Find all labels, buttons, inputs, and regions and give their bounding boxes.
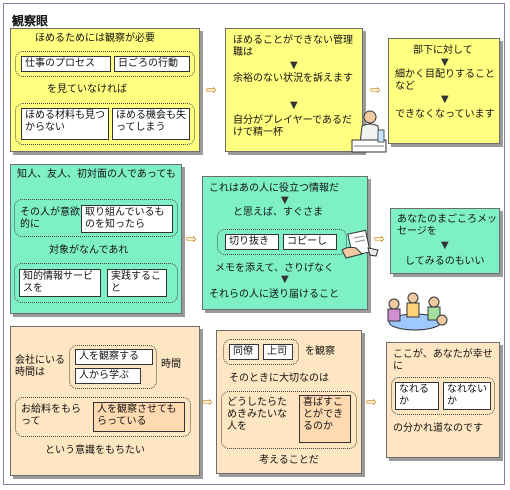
person-clipart [351, 110, 387, 153]
panel-share-info: これはあの人に役立つ情報だ ▼ と思えば、すぐさま 切り抜き コピーし メモを添… [202, 176, 368, 310]
p9-box-cannot: なれないか [443, 382, 491, 410]
p7-box-observe: 人を観察する [75, 349, 153, 365]
p2-line1: ほめることができない管理職は [233, 35, 353, 58]
p1-box-process: 仕事のプロセス [21, 56, 111, 72]
p2-line2: 余裕のない状況を訴えます [233, 73, 353, 84]
p7-right1: 時間 [161, 359, 181, 370]
p1-top-group [15, 51, 195, 77]
panel-observation-needed: ほめるためには観察が必要 仕事のプロセス 日ごろの行動 を見ていなければ ほめる… [10, 28, 200, 152]
p8-bottom-group [221, 391, 357, 449]
p9-line1: ここが、あなたが幸せに [393, 349, 493, 372]
panel-company-time: 会社にいる時間は 人を観察する 人から学ぶ 時間 お給料をもらって 人を観察させ… [10, 326, 200, 476]
p8-box-boss: 上司 [263, 344, 293, 360]
p4-top-group [14, 199, 178, 237]
right-arrow-icon: ⇨ [374, 232, 385, 247]
p4-heading: 知人、友人、初対面の人であっても [17, 169, 176, 180]
p7-left2: お給料をもらって [21, 404, 81, 427]
p2-line3: 自分がプレイヤーであるだけで精一杯 [233, 115, 352, 138]
p5-box-copy: コピーし [283, 234, 337, 250]
p5-box-group [217, 229, 347, 255]
p4-box-practice: 実践すること [107, 269, 167, 297]
p1-box-material: ほめる材料も見つからない [21, 108, 109, 140]
p7-left1: 会社にいる時間は [15, 355, 65, 378]
meeting-clipart [387, 292, 448, 331]
p5-box-clip: 切り抜き [225, 234, 279, 250]
right-arrow-icon: ⇨ [206, 83, 217, 98]
p8-line2: そのときに大切なのは [229, 373, 329, 384]
right-arrow-icon: ⇨ [202, 395, 213, 410]
p5-line4: それらの人に送り届けること [209, 289, 339, 300]
p4-bottom-group [14, 263, 178, 303]
p8-left-text: どうしたらためきみたいな人を [227, 397, 287, 432]
right-arrow-icon: ⇨ [366, 395, 377, 410]
p5-line1: これはあの人に役立つ情報だ [209, 183, 339, 194]
p1-bottom-group [15, 103, 195, 145]
p1-mid: を見ていなければ [47, 84, 127, 95]
p5-line3: メモを添えて、さりげなく [215, 263, 334, 274]
panel-observe-colleagues: 同僚 上司 を観察 そのときに大切なのは どうしたらためきみたいな人を 喜ばすこ… [216, 330, 362, 474]
panel-acquaintances: 知人、友人、初対面の人であっても その人が意欲的に 取り組んでいるものを知ったら… [10, 164, 182, 314]
p1-box-chance: ほめる機会も失ってしまう [112, 108, 190, 140]
down-arrow-icon: ▼ [441, 57, 449, 68]
panel-message: あなたのまごころメッセージを ▼ してみるのもいい [390, 208, 500, 274]
p7-top-group [69, 345, 157, 389]
p3-line1: 部下に対して [413, 45, 473, 56]
p9-box-group [391, 377, 495, 415]
p4-box-engaged: 取り組んでいるものを知ったら [81, 205, 173, 233]
p8-bottom: 考えることだ [259, 455, 319, 466]
p6-line1: あなたのまごころメッセージを [397, 214, 497, 237]
p8-right1: を観察 [305, 346, 335, 357]
page-title: 観察眼 [12, 14, 49, 28]
panel-manager: ほめることができない管理職は ▼ 余裕のない状況を訴えます ▼ 自分がプレイヤー… [225, 28, 363, 152]
p7-bottom: という意識をもちたい [45, 445, 145, 456]
p3-line3: できなくなっています [395, 109, 495, 120]
down-arrow-icon: ▼ [441, 94, 449, 105]
p1-box-behavior: 日ごろの行動 [114, 56, 190, 72]
down-arrow-icon: ▼ [441, 240, 449, 251]
p4-mid: 対象がなんであれ [49, 245, 129, 256]
down-arrow-icon: ▼ [290, 100, 298, 111]
down-arrow-icon: ▼ [281, 274, 289, 285]
right-arrow-icon: ⇨ [186, 232, 197, 247]
right-arrow-icon: ⇨ [370, 83, 381, 98]
p1-heading: ほめるためには観察が必要 [35, 33, 155, 44]
p9-line2: の分かれ道なのです [393, 423, 483, 434]
p3-line2: 細かく目配りすることなど [395, 69, 495, 92]
p9-box-can: なれるか [395, 382, 439, 410]
p8-top-group [223, 339, 299, 365]
p5-line2: と思えば、すぐさま [233, 207, 323, 218]
p7-bottom-group [15, 397, 191, 437]
down-arrow-icon: ▼ [281, 195, 289, 206]
p7-box-observed: 人を観察させてもらっている [93, 402, 185, 432]
p4-left1: その人が意欲的に [20, 207, 80, 230]
p6-line2: してみるのもいい [405, 256, 485, 267]
p8-box-please: 喜ばすことができるのか [299, 395, 351, 443]
panel-subordinates: 部下に対して ▼ 細かく目配りすることなど ▼ できなくなっています [388, 38, 500, 144]
p4-box-service: 知的情報サービスを [19, 269, 101, 297]
p7-box-learn: 人から学ぶ [75, 368, 141, 384]
p8-box-peer: 同僚 [229, 344, 259, 360]
paper-hand-clipart [341, 229, 379, 259]
down-arrow-icon: ▼ [290, 60, 298, 71]
panel-crossroads: ここが、あなたが幸せに なれるか なれないか の分かれ道なのです [386, 342, 500, 458]
